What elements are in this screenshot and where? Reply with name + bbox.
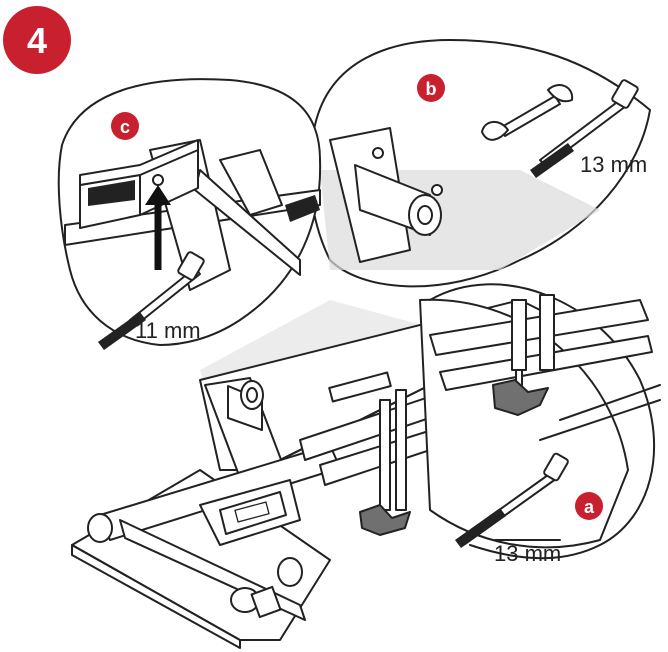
callout-a-tool-size: 13 mm [494,541,561,566]
callout-b-tool-size: 13 mm [580,152,647,177]
callout-b-badge [417,74,445,102]
callout-a-letter: a [584,497,595,517]
zoom-circle-a [419,283,661,560]
callout-b-letter: b [426,79,437,99]
socket-wrench-c-icon [98,251,205,350]
elliptical-frame-illustration [71,299,566,649]
socket-wrench-a-icon [455,452,569,548]
up-arrow-icon [145,185,171,270]
step-number: 4 [27,20,47,61]
callout-c-tool-size: 11 mm [135,318,201,343]
open-end-wrench-icon [481,84,574,141]
callout-c-badge [111,112,139,140]
callout-c-letter: c [120,117,130,137]
step-badge [3,6,71,74]
zoom-circle-c [57,78,322,350]
callout-a-badge [575,492,603,520]
socket-wrench-b-icon [530,79,639,178]
zoom-circle-b [309,39,651,288]
